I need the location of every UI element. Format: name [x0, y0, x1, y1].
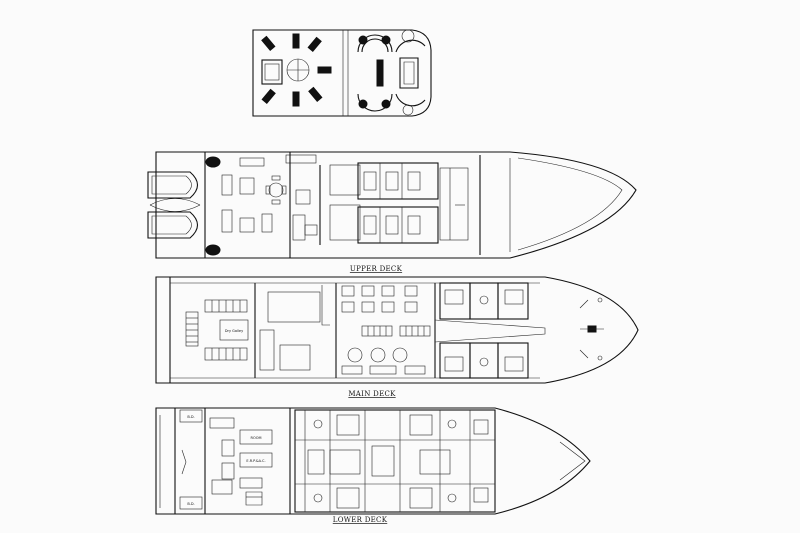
sun-deck-outline	[252, 29, 432, 117]
sun-deck	[252, 29, 432, 117]
sun-deck-bar	[357, 29, 426, 116]
lower-deck-label: LOWER DECK	[333, 516, 388, 524]
main-cabins	[439, 282, 529, 379]
main-galley: Dry Galley	[204, 299, 249, 361]
tender-boats	[147, 171, 201, 239]
store-label-2: B.D.	[187, 502, 194, 506]
store-label-1: B.D.	[187, 415, 194, 419]
bow-fittings	[579, 297, 604, 361]
engine-label-2: E.R.P.&A.C.	[246, 459, 265, 463]
lower-cabins	[294, 409, 496, 513]
upper-cabins	[329, 155, 481, 255]
upper-deck-label: UPPER DECK	[350, 265, 403, 273]
dry-galley-label: Dry Galley	[225, 329, 243, 333]
main-deck: Dry Galley	[155, 276, 639, 398]
main-dining	[341, 285, 431, 375]
upper-deck: UPPER DECK	[147, 151, 637, 273]
lower-deck-hull	[155, 407, 591, 515]
upper-lounge	[221, 152, 318, 258]
jacuzzi	[261, 59, 283, 85]
engine-label-1: ROOM	[251, 436, 262, 440]
sun-loungers	[261, 33, 332, 107]
upper-deck-hull	[155, 151, 637, 259]
main-deck-label: MAIN DECK	[348, 390, 396, 398]
lower-deck: B.D. B.D. ROOM E.R.P.&A.C.	[155, 407, 591, 524]
engine-room: ROOM E.R.P.&A.C.	[209, 417, 273, 506]
main-deck-hull	[155, 276, 639, 384]
